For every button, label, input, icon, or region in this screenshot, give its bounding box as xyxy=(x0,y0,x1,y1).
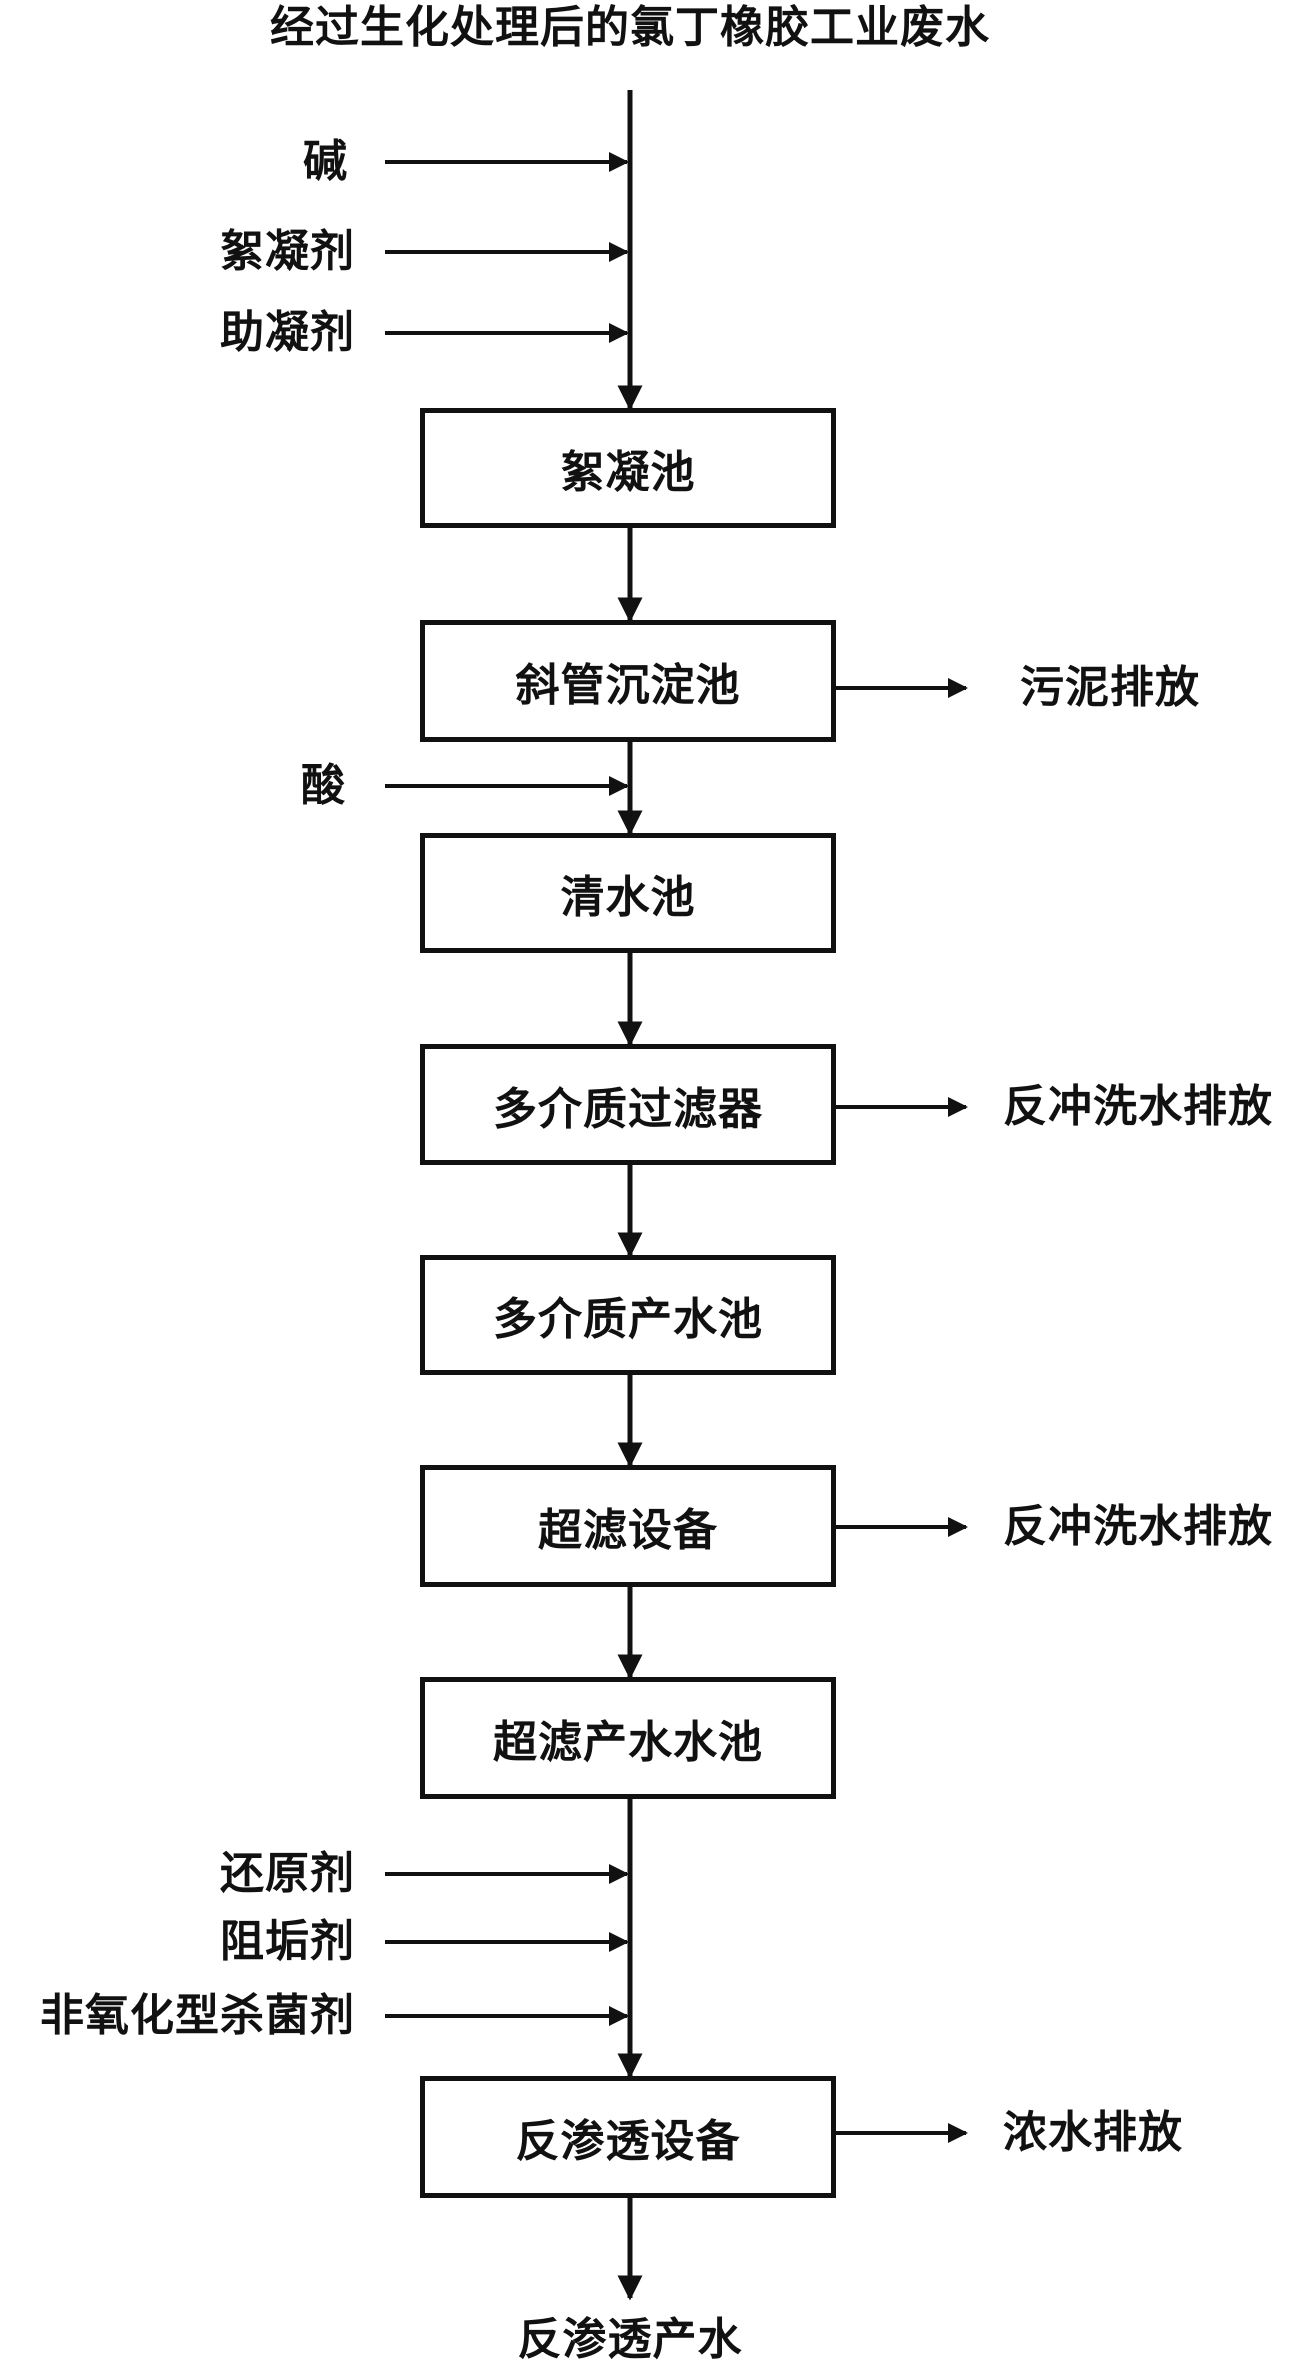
addition-label-coagulant-aid: 助凝剂 xyxy=(220,307,355,358)
discharge-label-backwash-1: 反冲洗水排放 xyxy=(1003,1081,1273,1132)
unit-box-multimedia-filter: 多介质过滤器 xyxy=(420,1044,836,1165)
discharge-label-backwash-2: 反冲洗水排放 xyxy=(1003,1501,1273,1552)
addition-label-non-oxidizing-biocide: 非氧化型杀菌剂 xyxy=(40,1990,355,2041)
addition-label-antiscalant: 阻垢剂 xyxy=(220,1916,355,1967)
unit-box-clear-water-tank: 清水池 xyxy=(420,833,836,953)
discharge-label-sludge: 污泥排放 xyxy=(1020,662,1200,713)
addition-label-reductant: 还原剂 xyxy=(220,1848,355,1899)
input-title: 经过生化处理后的氯丁橡胶工业废水 xyxy=(270,2,990,53)
addition-label-acid: 酸 xyxy=(301,760,346,811)
addition-label-alkali: 碱 xyxy=(303,136,348,187)
unit-box-flocculation-tank: 絮凝池 xyxy=(420,408,836,528)
unit-box-ultrafiltration-unit: 超滤设备 xyxy=(420,1465,836,1587)
addition-label-flocculant: 絮凝剂 xyxy=(220,226,355,277)
unit-box-inclined-tube-settler: 斜管沉淀池 xyxy=(420,620,836,742)
unit-box-uf-product-tank: 超滤产水水池 xyxy=(420,1677,836,1799)
unit-box-multimedia-product-tank: 多介质产水池 xyxy=(420,1255,836,1375)
discharge-label-concentrate: 浓水排放 xyxy=(1003,2107,1183,2158)
output-title: 反渗透产水 xyxy=(517,2314,743,2365)
unit-box-reverse-osmosis-unit: 反渗透设备 xyxy=(420,2076,836,2198)
